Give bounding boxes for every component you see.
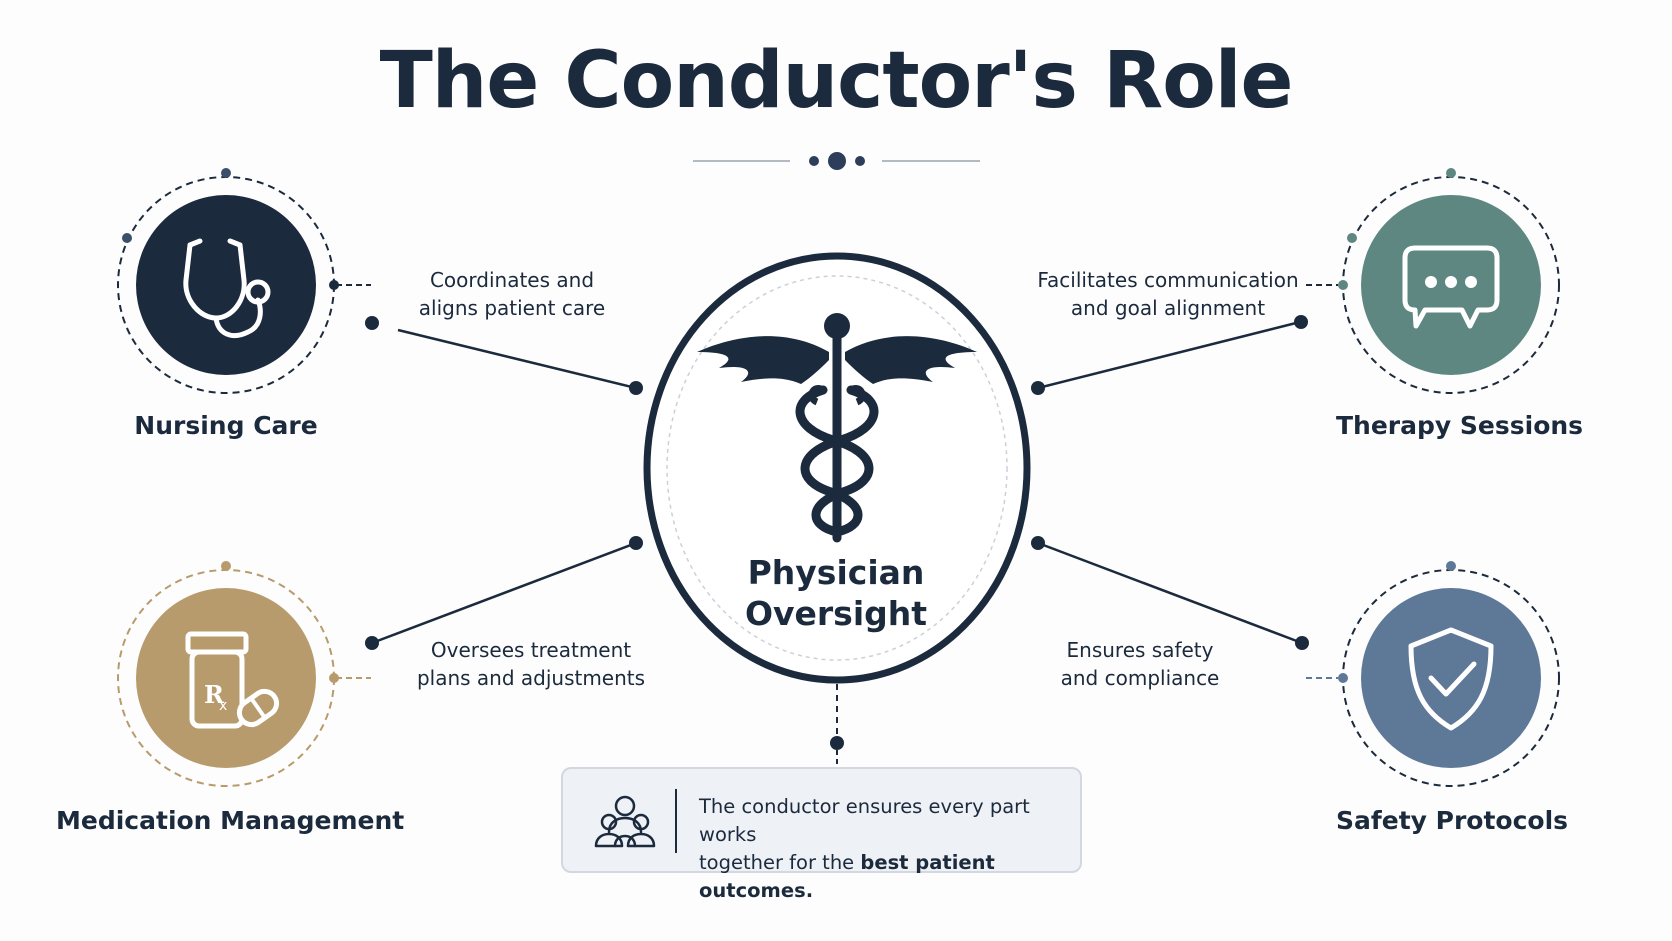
svg-text:x: x [219, 698, 227, 714]
connector-nursing [336, 284, 643, 395]
connector-medication [336, 536, 643, 679]
safety-protocols-label: Safety Protocols [1336, 806, 1569, 835]
safety-description: Ensures safety and compliance [1020, 636, 1260, 692]
nursing-description: Coordinates and aligns patient care [392, 266, 632, 322]
center-label: Physician Oversight [711, 552, 961, 634]
footer-text: The conductor ensures every part works t… [699, 793, 1069, 905]
footer-callout: The conductor ensures every part works t… [561, 767, 1082, 902]
node-medication: R x [117, 561, 339, 787]
safety-description-line2: and compliance [1060, 666, 1220, 690]
nursing-description-line2: aligns patient care [418, 296, 606, 320]
therapy-description-line1: Facilitates communication [1037, 268, 1299, 292]
footer-divider [675, 789, 677, 853]
medication-description-line1: Oversees treatment [430, 638, 632, 662]
connector-safety [1031, 536, 1338, 679]
therapy-sessions-label: Therapy Sessions [1336, 411, 1584, 440]
caduceus-icon [697, 313, 977, 543]
shield-check-icon [1408, 627, 1494, 731]
speech-bubble-icon [1402, 245, 1500, 329]
medication-management-label: Medication Management [56, 806, 405, 835]
stethoscope-icon [183, 238, 271, 338]
connector-footer [830, 684, 844, 765]
node-therapy [1338, 168, 1560, 394]
team-icon [594, 795, 656, 848]
title-divider [693, 152, 980, 170]
svg-text:R: R [204, 680, 225, 709]
center-label-line1: Physician [747, 553, 925, 592]
node-nursing [117, 168, 339, 394]
footer-text-line2: together for the best patient outcomes. [699, 849, 1069, 905]
nursing-description-line1: Coordinates and [429, 268, 595, 292]
node-safety [1338, 561, 1560, 787]
nursing-care-label: Nursing Care [134, 411, 318, 440]
medication-description: Oversees treatment plans and adjustments [400, 636, 662, 692]
page-title: The Conductor's Role [379, 36, 1294, 126]
footer-text-emphasis: best patient outcomes. [699, 851, 995, 902]
therapy-description: Facilitates communication and goal align… [1028, 266, 1308, 322]
prescription-bottle-icon: R x [185, 631, 280, 729]
therapy-description-line2: and goal alignment [1070, 296, 1266, 320]
medication-description-line2: plans and adjustments [416, 666, 646, 690]
footer-text-line2-prefix: together for the [699, 851, 861, 874]
connector-therapy [1031, 284, 1338, 395]
center-label-line2: Oversight [744, 594, 928, 633]
safety-description-line1: Ensures safety [1066, 638, 1214, 662]
footer-text-line1: The conductor ensures every part works [699, 795, 1030, 846]
